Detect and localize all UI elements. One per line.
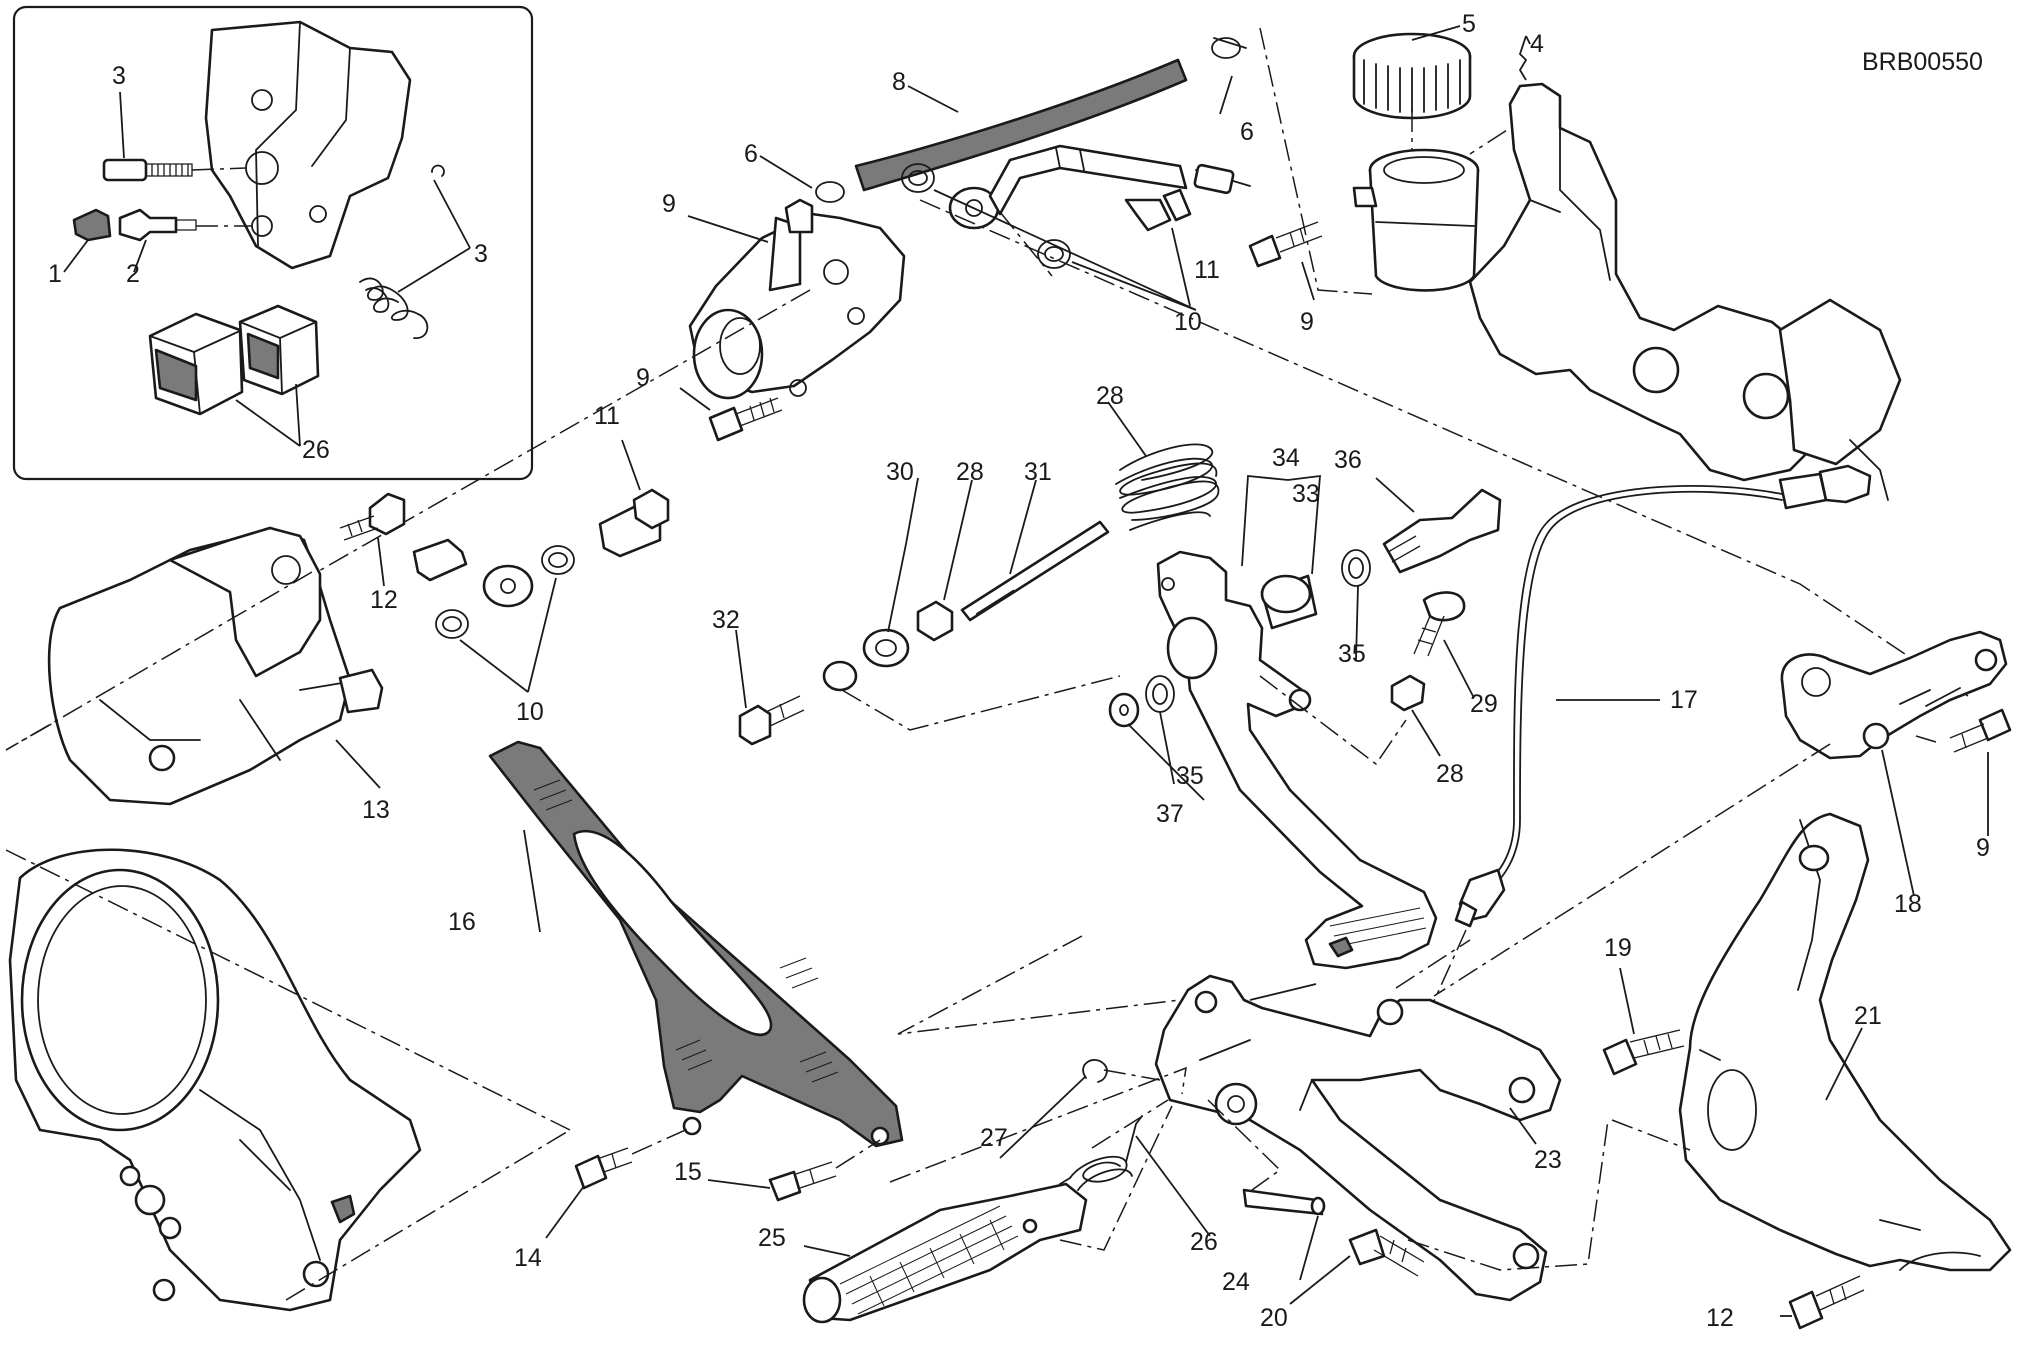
- callout-label: 3: [112, 62, 126, 90]
- callout-label: 9: [1976, 834, 1990, 862]
- callout-label: 37: [1156, 800, 1184, 828]
- callout-label: 11: [1194, 256, 1220, 284]
- rear-caliper-group: 11 12 10 13: [5, 402, 670, 824]
- callout-label: 28: [1436, 760, 1464, 788]
- callout-label: 8: [892, 68, 906, 96]
- caliper-carrier: [5, 848, 571, 1312]
- callout-label: 29: [1470, 690, 1498, 718]
- callout-label: 10: [1174, 308, 1202, 336]
- heel-guard: 16 14 15: [448, 740, 904, 1272]
- callout-label: 2: [126, 260, 140, 288]
- callout-label: 6: [744, 140, 758, 168]
- callout-label: 12: [370, 586, 398, 614]
- callout-label: 11: [594, 402, 620, 430]
- callout-label: 9: [636, 364, 650, 392]
- drawing-code: BRB00550: [1862, 48, 1983, 76]
- callout-label: 15: [674, 1158, 702, 1186]
- callout-label: 1: [48, 260, 62, 288]
- callout-label: 16: [448, 908, 476, 936]
- callout-label: 17: [1670, 686, 1698, 714]
- callout-label: 18: [1894, 890, 1922, 918]
- callout-label: 12: [1706, 1304, 1734, 1332]
- brake-pedal-group: 28 34 33 36 30 28 31 32 35 35 37 29 28: [712, 382, 1502, 970]
- callout-label: 26: [302, 436, 330, 464]
- callout-label: 21: [1854, 1002, 1882, 1030]
- callout-label: 23: [1534, 1146, 1562, 1174]
- callout-label: 30: [886, 458, 914, 486]
- callout-label: 25: [758, 1224, 786, 1252]
- callout-label: 31: [1024, 458, 1052, 486]
- callout-label: 36: [1334, 446, 1362, 474]
- callout-label: 24: [1222, 1268, 1250, 1296]
- callout-label: 33: [1292, 480, 1320, 508]
- callout-label: 9: [1300, 308, 1314, 336]
- callout-label: 35: [1338, 640, 1366, 668]
- callout-label: 4: [1530, 30, 1544, 58]
- callout-label: 32: [712, 606, 740, 634]
- callout-label: 20: [1260, 1304, 1288, 1332]
- callout-label: 14: [514, 1244, 542, 1272]
- footrest-group: 19 21 23 25 27 26 24 20 12: [758, 812, 2012, 1332]
- sensor-cable: 17: [1429, 464, 1872, 1011]
- callout-label: 6: [1240, 118, 1254, 146]
- callout-label: 35: [1176, 762, 1204, 790]
- callout-label: 10: [516, 698, 544, 726]
- master-cylinder-group: 8 6 9 6 5 4 11 10 9 9: [5, 10, 1969, 751]
- callout-label: 3: [474, 240, 488, 268]
- callout-label: 26: [1190, 1228, 1218, 1256]
- callout-label: 13: [362, 796, 390, 824]
- callout-label: 27: [980, 1124, 1008, 1152]
- pedal-bracket: 18 9: [1433, 630, 2012, 997]
- callout-label: 28: [1096, 382, 1124, 410]
- callout-label: 19: [1604, 934, 1632, 962]
- callout-label: 34: [1272, 444, 1300, 472]
- callout-label: 9: [662, 190, 676, 218]
- callout-label: 5: [1462, 10, 1476, 38]
- caliper-inset: 3 1 2 3 26: [12, 5, 534, 481]
- callout-label: 28: [956, 458, 984, 486]
